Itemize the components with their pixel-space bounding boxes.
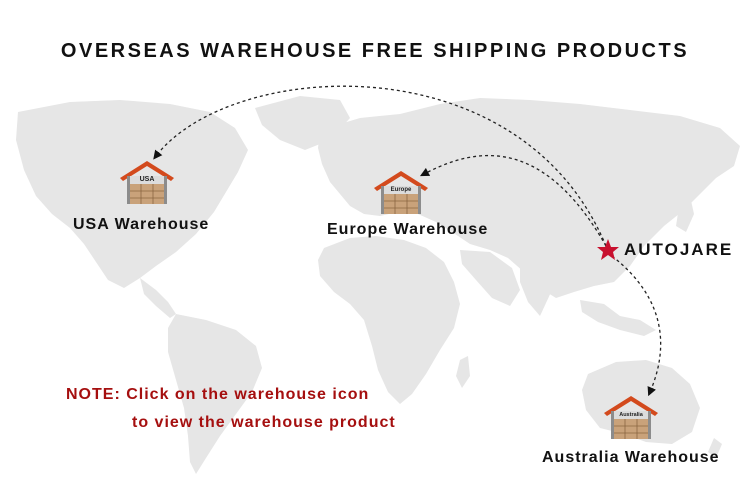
- origin-star-icon: [597, 239, 619, 260]
- australia-warehouse-label[interactable]: Australia Warehouse: [542, 449, 720, 466]
- australia-warehouse-icon[interactable]: Australia: [602, 393, 660, 441]
- route-to-australia: [611, 255, 662, 397]
- usa-warehouse-icon[interactable]: USA: [118, 158, 176, 206]
- route-to-usa: [153, 85, 607, 247]
- shipping-routes: [153, 85, 662, 397]
- europe-warehouse-sign: Europe: [384, 186, 418, 194]
- usa-warehouse-sign: USA: [130, 176, 164, 184]
- note-line-1: NOTE: Click on the warehouse icon: [66, 386, 370, 403]
- page-title: OVERSEAS WAREHOUSE FREE SHIPPING PRODUCT…: [60, 40, 690, 62]
- note-line-2: to view the warehouse product: [132, 414, 396, 431]
- continents: [16, 96, 740, 474]
- europe-warehouse-label[interactable]: Europe Warehouse: [327, 221, 489, 238]
- usa-warehouse-label[interactable]: USA Warehouse: [73, 216, 210, 233]
- europe-warehouse-icon[interactable]: Europe: [372, 168, 430, 216]
- australia-warehouse-sign: Australia: [614, 411, 648, 419]
- origin-label: AUTOJARE: [624, 240, 734, 259]
